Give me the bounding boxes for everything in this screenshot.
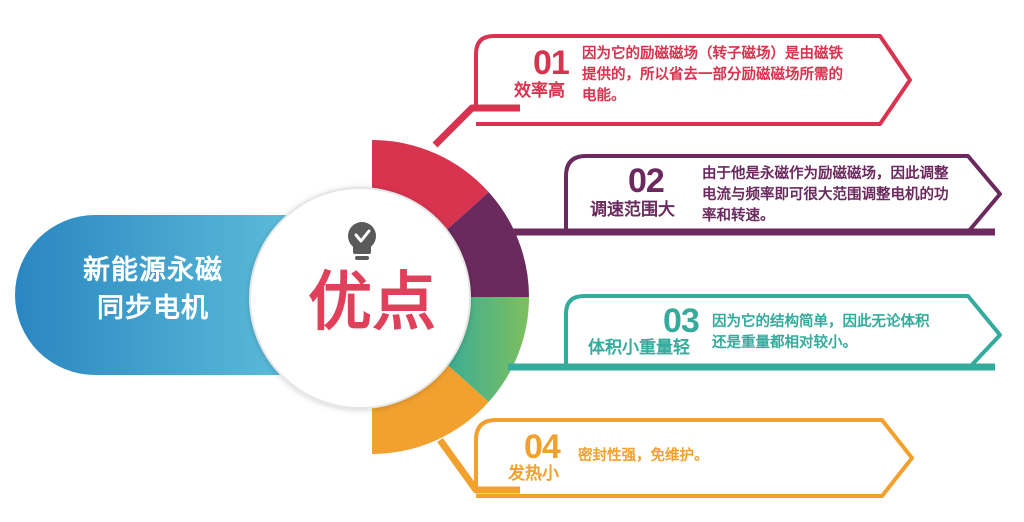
connector-01	[432, 104, 520, 148]
center-title: 优点	[308, 266, 436, 340]
card-02-frame	[564, 154, 1002, 234]
center-disc	[249, 187, 471, 409]
item-03-text: 因为它的结构简单，因此无论体积还是重量都相对较小。	[712, 314, 930, 351]
item-01-label: 效率高	[514, 81, 565, 101]
item-04-text: 密封性强，免维护。	[578, 448, 709, 464]
main-title: 新能源永磁 同步电机	[48, 252, 258, 328]
item-03-label: 体积小重量轻	[588, 338, 690, 358]
item-02-number: 02	[628, 162, 665, 200]
card-04-frame	[474, 418, 914, 498]
item-04-label: 发热小	[508, 464, 559, 484]
item-02-text: 由于他是永磁作为励磁磁场，因此调整电流与频率即可很大范围调整电机的功率和转速。	[702, 166, 949, 224]
item-01-text: 因为它的励磁磁场（转子磁场）是由磁铁提供的，所以省去一部分励磁磁场所需的电能。	[582, 46, 843, 104]
lightbulb-icon	[348, 222, 376, 260]
main-title-line-1: 新能源永磁	[83, 255, 223, 286]
item-02-label: 调速范围大	[590, 200, 675, 220]
card-01-frame	[474, 34, 912, 126]
card-03-frame	[564, 294, 1002, 371]
item-01-number: 01	[533, 44, 570, 82]
main-title-line-2: 同步电机	[97, 293, 209, 324]
item-04-number: 04	[524, 428, 561, 466]
left-title-pill	[15, 215, 310, 375]
item-03-number: 03	[663, 302, 700, 340]
